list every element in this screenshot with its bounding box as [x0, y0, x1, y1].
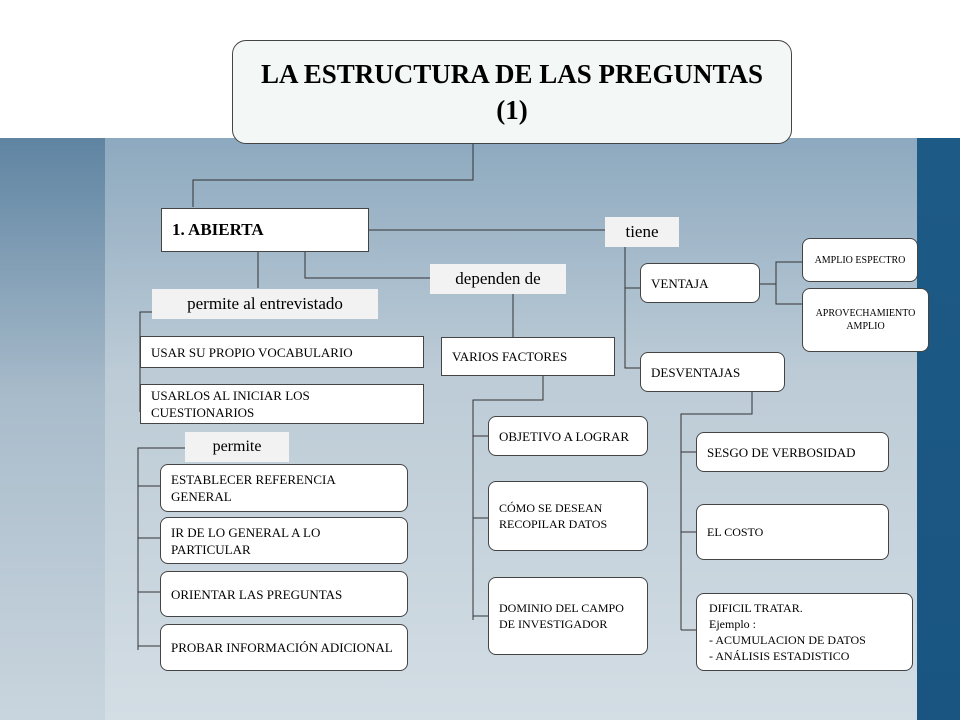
node-dificil-tratar: DIFICIL TRATAR. Ejemplo : - ACUMULACION …	[696, 593, 913, 671]
node-amplio-espectro: AMPLIO ESPECTRO	[802, 238, 918, 282]
node-sesgo-verbosidad: SESGO DE VERBOSIDAD	[696, 432, 889, 472]
label-dependen-de: dependen de	[430, 264, 566, 294]
node-aprovechamiento-amplio: APROVECHAMIENTO AMPLIO	[802, 288, 929, 352]
node-varios-factores: VARIOS FACTORES	[441, 337, 615, 376]
node-usar-vocabulario: USAR SU PROPIO VOCABULARIO	[140, 336, 424, 368]
node-dominio-campo: DOMINIO DEL CAMPO DE INVESTIGADOR	[488, 577, 648, 655]
connector-factores-bracket	[472, 376, 544, 620]
connector-title-abierta	[192, 144, 474, 207]
label-permite: permite	[185, 432, 289, 462]
dificil-title: DIFICIL TRATAR.	[709, 601, 803, 615]
node-como-recopilar: CÓMO SE DESEAN RECOPILAR DATOS	[488, 481, 648, 551]
connector-tiene-bracket	[624, 246, 640, 369]
node-desventajas: DESVENTAJAS	[640, 352, 785, 392]
connector-desventajas-bracket	[680, 392, 753, 630]
background-left-band	[0, 138, 105, 720]
node-ventaja: VENTAJA	[640, 263, 760, 303]
node-ir-general-particular: IR DE LO GENERAL A LO PARTICULAR	[160, 517, 408, 564]
connector-permite-bracket	[137, 447, 185, 650]
node-probar-informacion: PROBAR INFORMACIÓN ADICIONAL	[160, 624, 408, 671]
diagram-title: LA ESTRUCTURA DE LAS PREGUNTAS (1)	[232, 40, 792, 144]
node-el-costo: EL COSTO	[696, 504, 889, 560]
node-abierta: 1. ABIERTA	[161, 208, 369, 252]
node-usarlos-iniciar: USARLOS AL INICIAR LOS CUESTIONARIOS	[140, 384, 424, 424]
node-objetivo-lograr: OBJETIVO A LOGRAR	[488, 416, 648, 456]
label-permite-al-entrevistado: permite al entrevistado	[152, 289, 378, 319]
connector-ventaja-bracket	[775, 261, 802, 305]
label-tiene: tiene	[605, 217, 679, 247]
background-right-band	[917, 0, 960, 720]
node-establecer-referencia: ESTABLECER REFERENCIA GENERAL	[160, 464, 408, 512]
node-orientar-preguntas: ORIENTAR LAS PREGUNTAS	[160, 571, 408, 617]
connector-abierta-dependen	[304, 252, 430, 279]
dificil-item-acumulacion: - ACUMULACION DE DATOS	[709, 633, 866, 647]
connector-entrevistado-bracket	[139, 311, 152, 412]
dificil-ejemplo: Ejemplo :	[709, 617, 756, 631]
dificil-item-analisis: - ANÁLISIS ESTADISTICO	[709, 649, 850, 663]
